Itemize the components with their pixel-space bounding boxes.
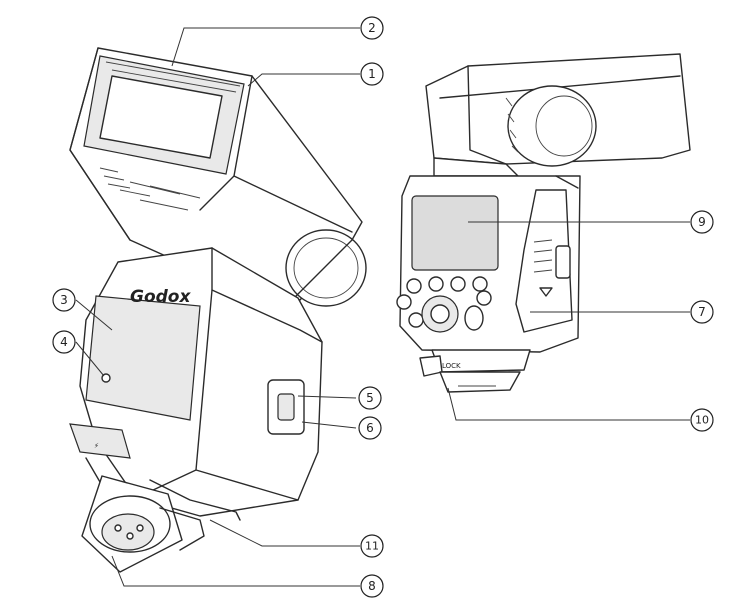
callout-9: 9 bbox=[690, 210, 714, 234]
lock-label: LOCK bbox=[442, 362, 461, 370]
callout-3: 3 bbox=[52, 288, 76, 312]
head-rotation-ring bbox=[285, 229, 367, 307]
button-5 bbox=[396, 294, 412, 310]
button-3 bbox=[450, 276, 466, 292]
right-flash-body bbox=[396, 175, 581, 353]
button-1 bbox=[406, 278, 422, 294]
leader-3 bbox=[75, 299, 113, 331]
button-7 bbox=[476, 290, 492, 306]
callout-4: 4 bbox=[52, 330, 76, 354]
callout-8: 8 bbox=[360, 574, 384, 598]
flash-head bbox=[69, 47, 367, 307]
control-buttons bbox=[396, 276, 492, 333]
callout-10: 10 bbox=[690, 408, 714, 432]
dial-center-button bbox=[430, 304, 450, 324]
leader-5 bbox=[297, 395, 357, 399]
power-switch bbox=[464, 305, 484, 331]
button-6 bbox=[408, 312, 424, 328]
callout-8-label: 8 bbox=[368, 579, 376, 593]
front-panel bbox=[85, 295, 201, 421]
callout-3-label: 3 bbox=[60, 293, 68, 307]
brand-logo-text: Godox bbox=[130, 287, 191, 307]
leader-6 bbox=[301, 421, 357, 429]
flash-body: Godox ⚡ bbox=[69, 247, 323, 521]
callout-2: 2 bbox=[360, 16, 384, 40]
leader-1 bbox=[247, 73, 360, 87]
leader-11 bbox=[209, 519, 360, 547]
button-4 bbox=[472, 276, 488, 292]
button-2 bbox=[428, 276, 444, 292]
head-vents bbox=[99, 167, 201, 211]
left-flash-unit: Godox ⚡ bbox=[69, 47, 367, 573]
callout-11-label: 11 bbox=[365, 540, 379, 553]
right-hot-shoe: LOCK bbox=[419, 349, 531, 393]
wireless-sensor bbox=[69, 423, 131, 459]
callout-10-label: 10 bbox=[695, 414, 709, 427]
callout-6: 6 bbox=[358, 416, 382, 440]
callout-5: 5 bbox=[358, 386, 382, 410]
callouts: 1 2 3 4 5 6 7 8 bbox=[52, 16, 714, 598]
leader-8 bbox=[111, 555, 360, 587]
callout-2-label: 2 bbox=[368, 21, 376, 35]
sensor-symbol: ⚡ bbox=[94, 442, 99, 450]
left-hot-shoe bbox=[81, 475, 205, 573]
callout-1-label: 1 bbox=[368, 67, 376, 81]
leader-lines bbox=[75, 27, 690, 587]
port-socket bbox=[277, 393, 295, 421]
callout-5-label: 5 bbox=[366, 391, 374, 405]
right-flash-head bbox=[425, 53, 691, 167]
callout-7-label: 7 bbox=[698, 305, 706, 319]
callout-4-label: 4 bbox=[60, 335, 68, 349]
callout-1: 1 bbox=[360, 62, 384, 86]
callout-9-label: 9 bbox=[698, 215, 706, 229]
leader-4 bbox=[75, 341, 105, 377]
callout-7: 7 bbox=[690, 300, 714, 324]
battery-latch bbox=[555, 245, 571, 279]
right-head-ring bbox=[507, 85, 597, 167]
callout-11: 11 bbox=[360, 534, 384, 558]
callout-6-label: 6 bbox=[366, 421, 374, 435]
lcd-panel bbox=[411, 195, 499, 271]
right-flash-unit: LOCK bbox=[396, 53, 691, 393]
leader-10 bbox=[447, 387, 690, 421]
leader-2 bbox=[171, 27, 360, 67]
